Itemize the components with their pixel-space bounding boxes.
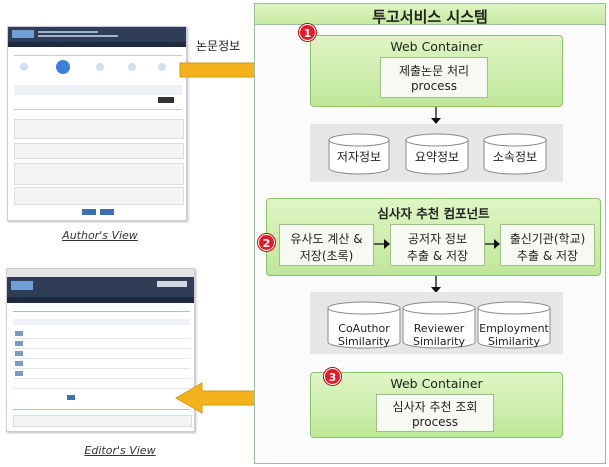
recommend-component-title: 심사자 추천 컴포넌트 bbox=[377, 206, 490, 221]
db-affiliation-label: 소속정보 bbox=[492, 150, 538, 164]
step-employment: 출신기관(학교) 추출 & 저장 bbox=[500, 224, 595, 266]
system-title-bar bbox=[254, 3, 606, 25]
badge-3: 3 bbox=[324, 368, 341, 385]
coauthor-similarity-cylinder bbox=[327, 301, 401, 349]
system-title: 투고서비스 시스템 bbox=[372, 8, 488, 26]
web-container-3-label: Web Container bbox=[390, 376, 483, 391]
db-cylinder-affiliation-info bbox=[483, 133, 547, 175]
editor-view-screenshot bbox=[6, 268, 195, 432]
db-summary-label: 요약정보 bbox=[414, 150, 460, 164]
arrow-to-db bbox=[431, 107, 441, 124]
employment-similarity-cylinder bbox=[477, 301, 551, 349]
author-view-caption: Author's View bbox=[62, 229, 138, 242]
process-line-2: process bbox=[410, 79, 458, 93]
step-similarity: 유사도 계산 & 저장(초록) bbox=[279, 224, 374, 266]
web-container-1-label: Web Container bbox=[390, 39, 483, 54]
db-cylinder-summary-info bbox=[405, 133, 469, 175]
process-line-1: 제출논문 처리 bbox=[398, 64, 470, 78]
similarity-cylinders bbox=[327, 301, 551, 349]
web-container-1-process: 제출논문 처리 process bbox=[380, 57, 488, 98]
author-view-screenshot bbox=[7, 26, 187, 221]
badge-1: 1 bbox=[299, 24, 316, 41]
process3-line-1: 심사자 추천 조회 bbox=[392, 400, 478, 414]
process3-line-2: process bbox=[411, 415, 459, 429]
badge-2: 2 bbox=[258, 234, 275, 251]
db-author-label: 저자정보 bbox=[336, 150, 382, 164]
reviewer-similarity-cylinder bbox=[402, 301, 476, 349]
step-arrows bbox=[374, 239, 500, 249]
web-container-3-process: 심사자 추천 조회 process bbox=[376, 394, 494, 432]
paper-info-label: 논문정보 bbox=[196, 39, 241, 53]
db-cylinders bbox=[328, 133, 547, 175]
db-cylinder-author-info bbox=[328, 133, 390, 175]
editor-view-caption: Editor's View bbox=[84, 444, 156, 457]
step-coauthor: 공저자 정보 추출 & 저장 bbox=[390, 224, 485, 266]
arrow-to-similarity bbox=[431, 276, 441, 293]
